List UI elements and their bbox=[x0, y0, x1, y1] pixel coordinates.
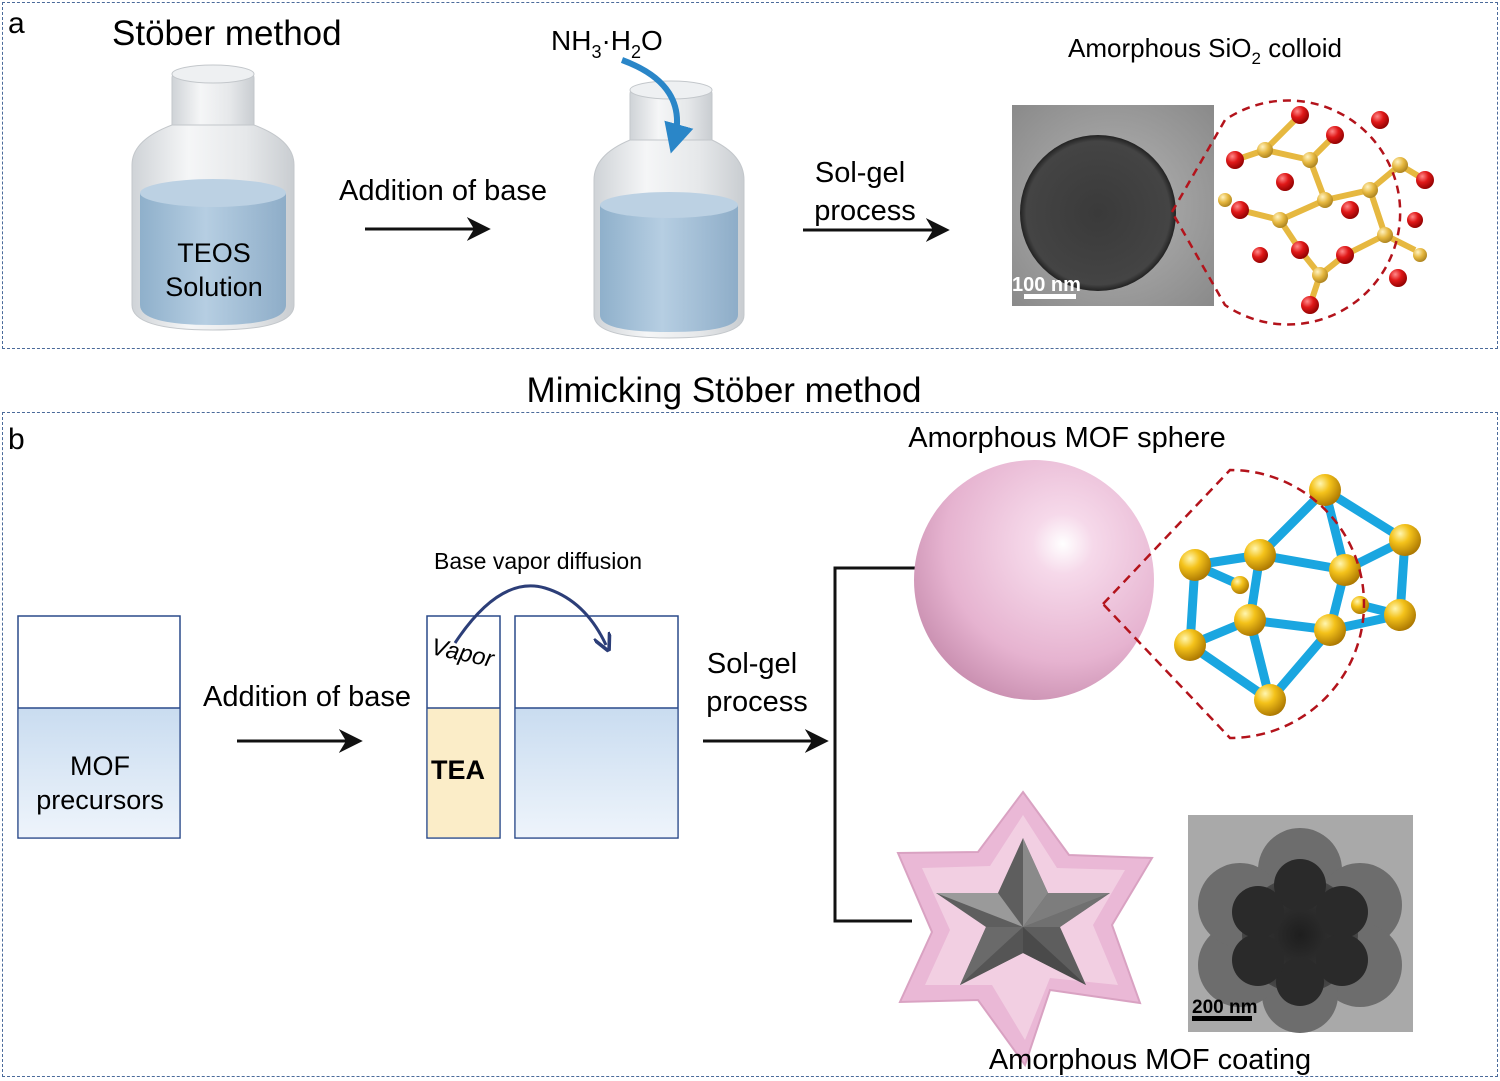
mof-sphere-title: Amorphous MOF sphere bbox=[908, 422, 1226, 454]
mof-label-line2: precursors bbox=[36, 785, 164, 815]
mof-scale-bar-label: 200 nm bbox=[1192, 997, 1257, 1018]
panel-a-frame bbox=[2, 2, 1498, 349]
tea-beaker bbox=[426, 615, 501, 839]
panel-a-label: a bbox=[8, 7, 25, 40]
mof-coating-tem-image: 200 nm bbox=[1188, 815, 1413, 1033]
base-bottle bbox=[593, 80, 745, 339]
tea-label: TEA bbox=[431, 755, 485, 785]
teos-label-line2: Solution bbox=[165, 272, 263, 302]
panel-a-title: Stöber method bbox=[112, 14, 342, 53]
panel-b-label: b bbox=[8, 423, 25, 456]
teos-label-line1: TEOS bbox=[177, 238, 251, 268]
mof-coating-title: Amorphous MOF coating bbox=[989, 1044, 1311, 1076]
branch-bracket bbox=[833, 566, 915, 923]
panel-b-arrow2-label-line2: process bbox=[706, 686, 808, 718]
sio2-atomic-structure bbox=[1170, 99, 1442, 326]
panel-b-arrow2-label-line1: Sol-gel bbox=[707, 648, 797, 680]
mof-coated-star bbox=[896, 790, 1154, 1068]
mof-sphere bbox=[914, 460, 1154, 700]
base-addition-arrow bbox=[620, 57, 694, 154]
sio2-colloid-title: Amorphous SiO2 colloid bbox=[1068, 33, 1342, 68]
panel-b-frame bbox=[2, 412, 1498, 1077]
sio2-scale-bar-label: 100 nm bbox=[1012, 274, 1081, 296]
reaction-beaker bbox=[514, 615, 679, 839]
vapor-diffusion-arrow bbox=[453, 584, 606, 645]
panel-b-arrow1-label: Addition of base bbox=[203, 681, 411, 713]
teos-bottle bbox=[131, 64, 295, 331]
panel-a-arrow2-label-line1: Sol-gel bbox=[815, 157, 905, 189]
mof-cage-structure bbox=[1101, 468, 1421, 740]
panel-a-arrow2-label-line2: process bbox=[814, 195, 916, 227]
vapor-diffusion-label: Base vapor diffusion bbox=[434, 548, 642, 574]
nh3-h2o-formula: NH3·H2O bbox=[551, 25, 663, 62]
panel-a-arrow1-label: Addition of base bbox=[339, 175, 547, 207]
mof-label-line1: MOF bbox=[70, 751, 130, 781]
mof-precursor-beaker bbox=[17, 615, 181, 839]
sio2-tem-image: 100 nm bbox=[1012, 105, 1214, 306]
middle-title: Mimicking Stöber method bbox=[527, 371, 922, 410]
